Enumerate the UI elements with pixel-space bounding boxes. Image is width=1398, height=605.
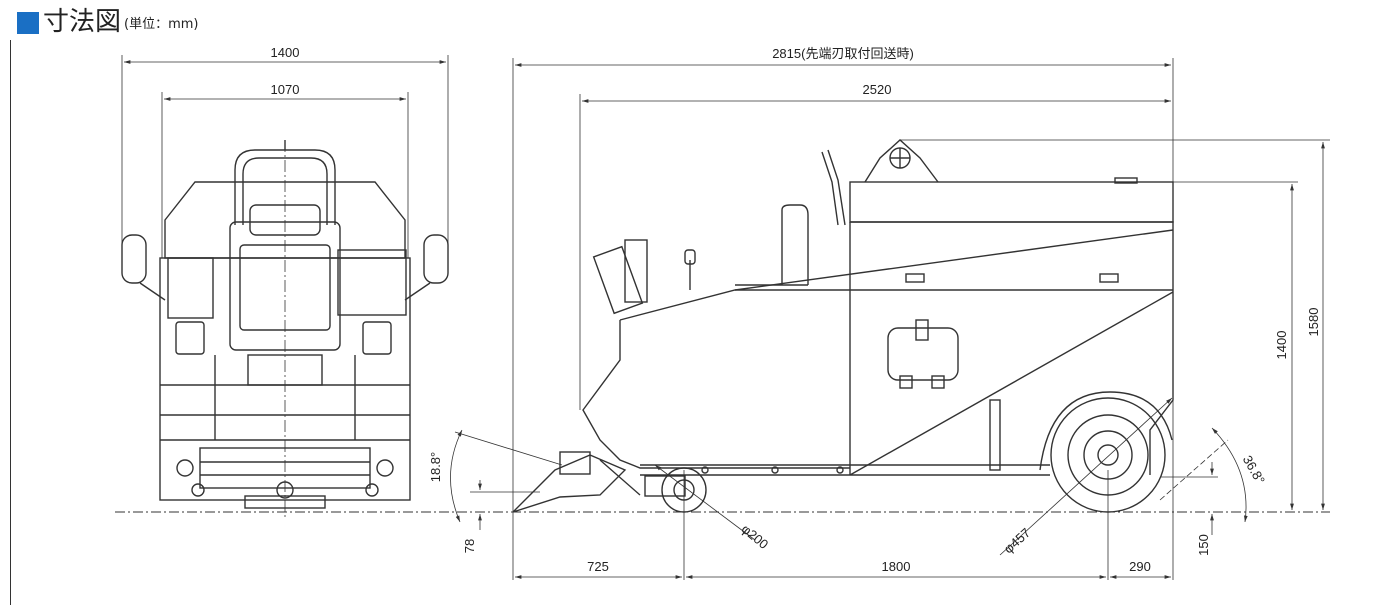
dim-label-78: 78 [462, 539, 477, 553]
dim-label-290: 290 [1129, 559, 1151, 574]
dim-label-1070: 1070 [271, 82, 300, 97]
section-header: 寸法図 (単位：mm) [17, 6, 199, 38]
dim-label-rear-wheel: φ457 [1001, 525, 1033, 556]
dim-label-1800: 1800 [882, 559, 911, 574]
dim-label-departure-angle: 36.8° [1240, 453, 1268, 487]
dim-label-725: 725 [587, 559, 609, 574]
dim-label-1580: 1580 [1306, 308, 1321, 337]
blue-square-icon [17, 12, 39, 34]
dim-label-1400-height: 1400 [1274, 331, 1289, 360]
left-border [10, 40, 11, 605]
dim-label-1400-width: 1400 [271, 45, 300, 60]
dim-label-2520: 2520 [863, 82, 892, 97]
side-view [470, 58, 1330, 580]
page-title: 寸法図 [43, 7, 122, 37]
front-view [121, 55, 449, 520]
dim-label-150: 150 [1196, 534, 1211, 556]
unit-label: (単位：mm) [124, 17, 199, 32]
dim-label-approach-angle: 18.8° [428, 452, 443, 483]
dim-label-front-wheel: φ200 [739, 521, 772, 552]
dim-label-2815: 2815(先端刃取付回送時) [772, 46, 914, 61]
